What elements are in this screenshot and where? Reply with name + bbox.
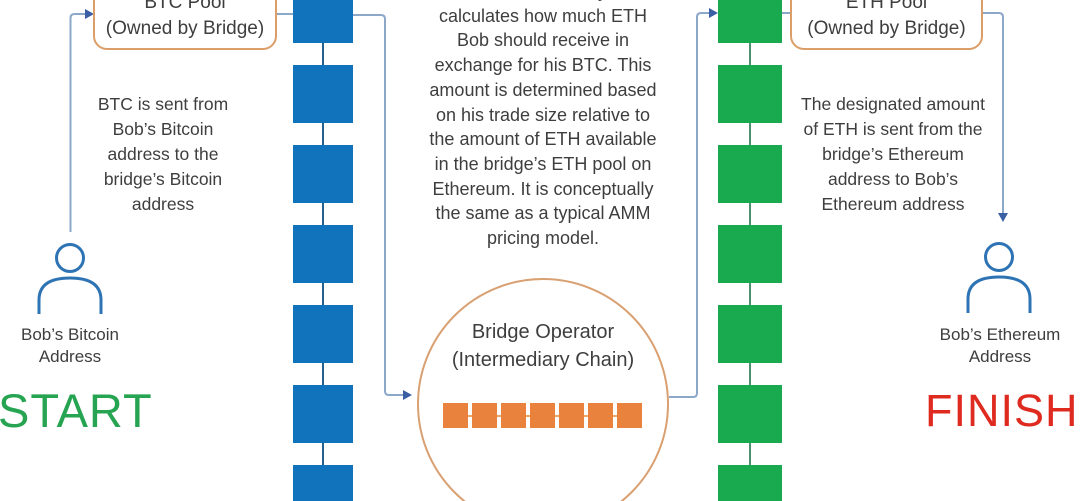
btc-pool-box: BTC Pool (Owned by Bridge) [93,0,277,50]
bob-bitcoin-address-label: Bob’s Bitcoin Address [21,325,119,366]
bitcoin-chain-blocks [293,0,353,501]
chain-block [293,145,353,203]
chain-block [443,403,468,428]
chain-block [559,403,584,428]
bob-ethereum-person-icon [959,229,1039,315]
ethereum-chain-blocks [718,0,782,501]
start-label: START [0,384,153,437]
arrow-btc-chain-to-operator [353,14,403,396]
chain-block [293,305,353,363]
chain-block [718,385,782,443]
chain-block [718,65,782,123]
chain-block [530,403,555,428]
btc-pool-label: BTC Pool (Owned by Bridge) [105,0,265,39]
bridge-calculation-description: Next, the intermediary chain calculates … [429,0,657,249]
chain-block [718,0,782,43]
chain-block [501,403,526,428]
chain-block [293,65,353,123]
chain-block [472,403,497,428]
bridge-operator-circle [417,278,669,501]
arrow-btc-chain-to-operator-head [403,390,412,400]
arrow-eth-pool-to-bob-head [998,213,1008,222]
eth-pool-box: ETH Pool (Owned by Bridge) [790,0,983,50]
bitcoin-blockchain [293,0,353,501]
finish-label: FINISH [925,385,1079,436]
arrow-operator-to-eth-chain-head [709,8,718,18]
chain-block [588,403,613,428]
chain-block [293,225,353,283]
chain-block [718,305,782,363]
chain-block [718,465,782,501]
ethereum-blockchain [718,0,782,501]
intermediary-chain-blocks [443,403,642,428]
bob-ethereum-address-label: Bob’s Ethereum Address [939,325,1061,366]
bob-bitcoin-person-icon [30,230,110,316]
btc-send-description: BTC is sent from Bob’s Bitcoin address t… [97,94,229,214]
chain-block [718,145,782,203]
chain-block [293,0,353,43]
chain-block [293,385,353,443]
chain-block [293,465,353,501]
intermediary-chain [443,403,642,428]
bridge-operator-label: Bridge Operator (Intermediary Chain) [451,321,635,371]
eth-pool-label: ETH Pool (Owned by Bridge) [807,0,966,39]
chain-block [718,225,782,283]
eth-send-description: The designated amount of ETH is sent fro… [801,94,985,214]
chain-block [617,403,642,428]
